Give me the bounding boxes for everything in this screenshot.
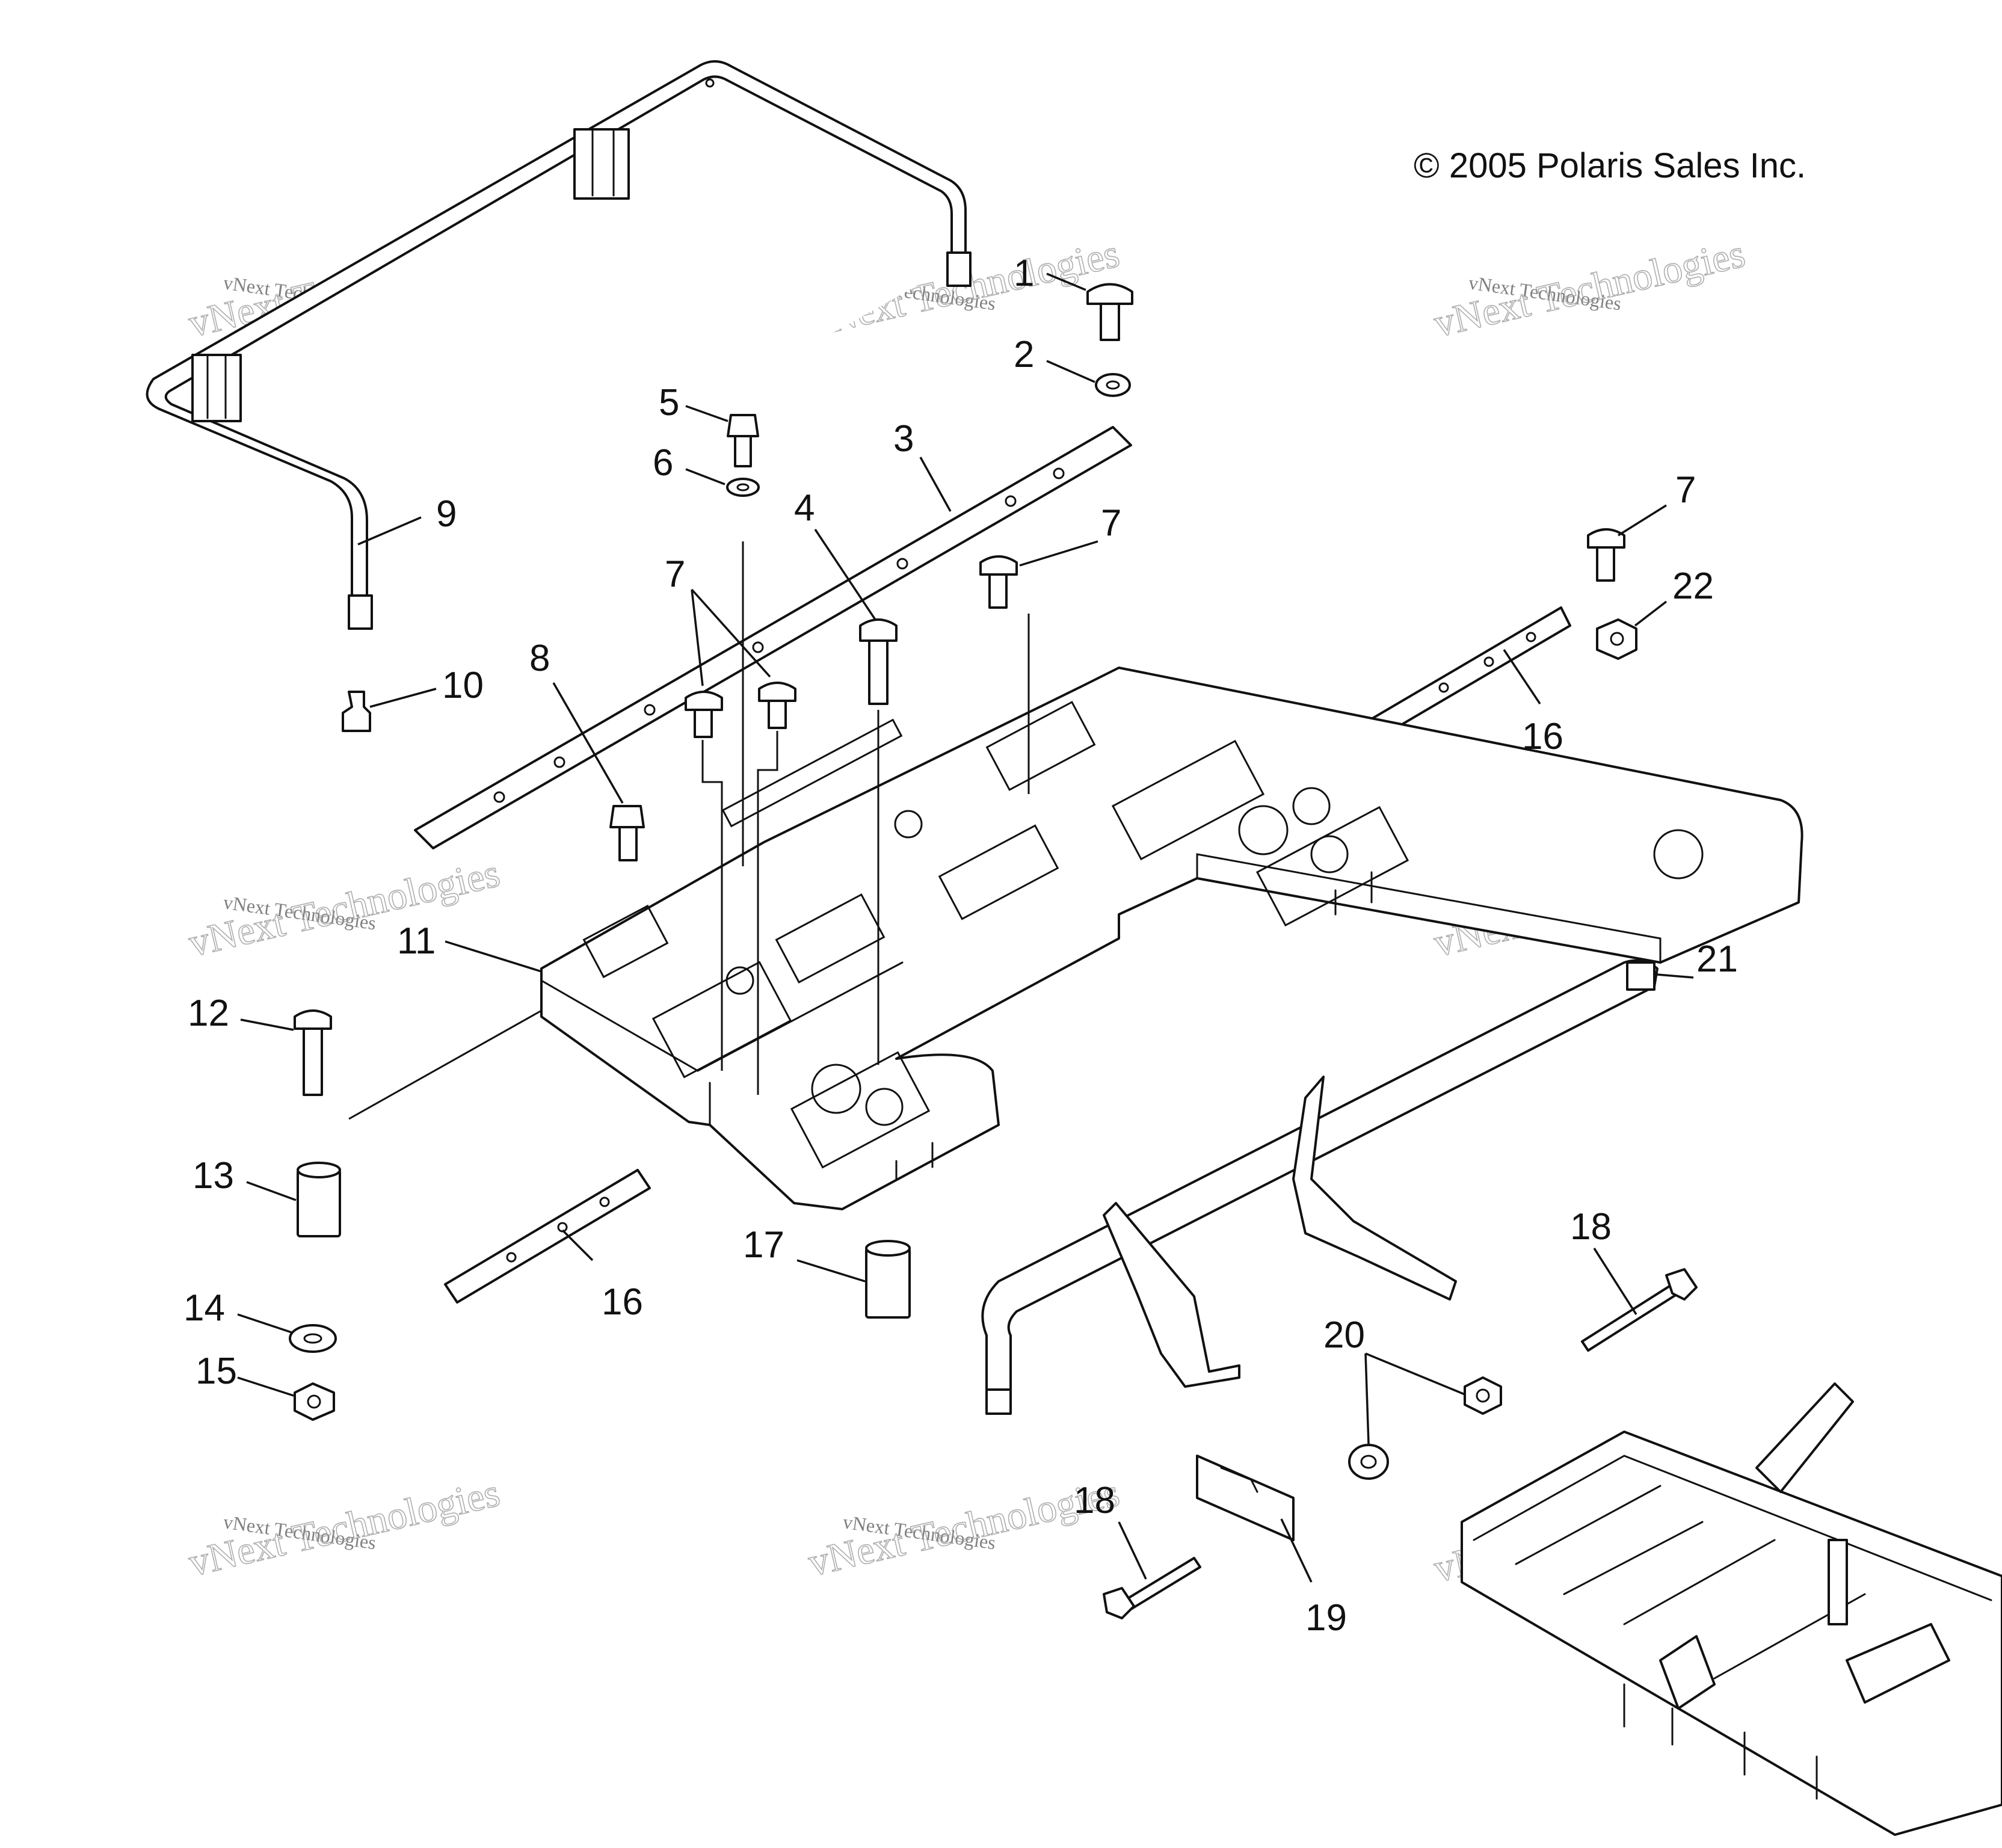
callout-13: 13	[192, 1155, 234, 1197]
leader-13	[246, 1181, 297, 1201]
leader-7	[691, 588, 771, 686]
watermark-top-right: vNext Technologies vNext Technologies	[1429, 231, 1749, 346]
leader-18-right	[1593, 1248, 1637, 1315]
part-21-frame-bar	[981, 959, 1659, 1415]
copyright-notice: © 2005 Polaris Sales Inc.	[1414, 146, 1806, 185]
part-7-bolt-center	[979, 555, 1018, 609]
part-18-bolt-left	[1103, 1557, 1201, 1619]
part-5-bolt	[727, 414, 759, 467]
callout-4: 4	[794, 487, 815, 529]
callout-5: 5	[659, 382, 679, 424]
part-1-bolt	[1086, 283, 1133, 341]
part-13-spacer	[297, 1162, 341, 1237]
part-7-bolt-left-b	[758, 682, 796, 729]
guide-line	[701, 740, 723, 1071]
leader-11	[445, 940, 542, 973]
guide-line	[348, 1009, 542, 1120]
callout-14: 14	[183, 1287, 225, 1329]
leader-17	[796, 1259, 866, 1283]
leader-10	[369, 688, 437, 708]
part-18-bolt-right	[1581, 1268, 1698, 1352]
callout-22: 22	[1672, 565, 1714, 607]
leader-6	[685, 468, 725, 485]
leader-18-left	[1118, 1521, 1147, 1580]
part-4-bolt	[859, 618, 898, 705]
part-9-rack-rail	[146, 60, 972, 630]
callout-7-center: 7	[1101, 502, 1121, 544]
part-19-bracket	[1196, 1455, 1295, 1541]
leader-7-center	[1019, 540, 1098, 567]
leader-19	[1280, 1518, 1313, 1583]
callout-18-right: 18	[1570, 1206, 1612, 1248]
callout-10: 10	[442, 665, 484, 706]
part-2-washer	[1095, 373, 1131, 397]
leader-22	[1634, 600, 1668, 627]
chassis-frame	[1461, 1382, 2002, 1836]
callout-18-left: 18	[1074, 1480, 1115, 1521]
leader-1	[1046, 273, 1086, 291]
callout-6: 6	[653, 442, 673, 484]
callout-19: 19	[1305, 1597, 1347, 1639]
part-22-nut	[1596, 618, 1637, 660]
callout-16-right: 16	[1522, 716, 1563, 757]
part-8-bolt	[609, 805, 645, 861]
part-15-nut	[294, 1382, 335, 1421]
callout-2: 2	[1014, 334, 1034, 375]
part-3-strip	[414, 426, 1132, 849]
callout-11: 11	[397, 920, 436, 962]
part-14-washer	[289, 1324, 337, 1353]
part-6-washer	[726, 478, 760, 497]
callout-16-left: 16	[602, 1281, 643, 1323]
leader-12	[240, 1018, 294, 1031]
callout-3: 3	[893, 418, 914, 460]
part-17-spacer	[865, 1240, 911, 1319]
leader-14	[237, 1313, 292, 1334]
leader-3	[919, 457, 952, 512]
callout-17: 17	[743, 1224, 784, 1266]
leader-2	[1046, 360, 1095, 383]
callout-20: 20	[1323, 1314, 1365, 1356]
leader-5	[685, 405, 728, 422]
callout-9: 9	[436, 493, 457, 535]
callout-12: 12	[188, 993, 229, 1034]
leader-21	[1657, 973, 1694, 979]
part-7-bolt-right	[1587, 528, 1625, 582]
leader-4	[814, 529, 876, 620]
callout-15: 15	[196, 1351, 237, 1392]
leader-20	[1364, 1352, 1465, 1444]
leader-7-right	[1618, 504, 1667, 537]
part-12-pin	[294, 1009, 332, 1096]
part-10-pin	[342, 691, 371, 732]
watermark-bottom-left: vNext Technologies vNext Technologies	[184, 1470, 504, 1585]
part-11-rack-tray	[540, 667, 1803, 1210]
callout-21: 21	[1696, 938, 1738, 980]
part-7-bolt-left-a	[685, 691, 723, 738]
callout-8: 8	[529, 638, 550, 679]
callout-7-left: 7	[665, 553, 685, 595]
guide-line	[757, 731, 778, 1095]
leader-8	[552, 682, 624, 804]
callout-1: 1	[1014, 253, 1034, 294]
leader-16-left	[561, 1229, 594, 1261]
part-20-nut	[1464, 1376, 1502, 1415]
leader-16-right	[1503, 649, 1541, 704]
watermark-mid-left: vNext Technologies vNext Technologies	[184, 851, 504, 966]
leader-9	[357, 516, 422, 546]
part-20-grommet	[1348, 1444, 1389, 1480]
leader-15	[237, 1376, 294, 1397]
callout-7-right: 7	[1675, 469, 1696, 511]
